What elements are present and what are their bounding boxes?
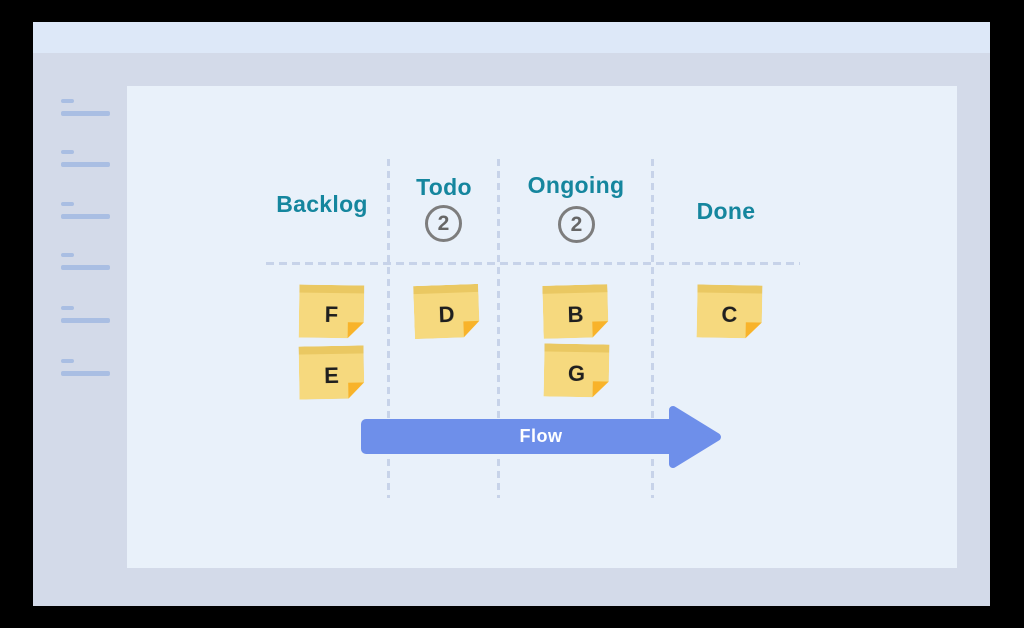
wip-limit-value: 2	[570, 212, 583, 236]
skeleton-bar-long	[61, 214, 110, 219]
column-header-ongoing: Ongoing	[527, 172, 625, 198]
sticky-note-g[interactable]: G	[544, 343, 610, 397]
column-divider	[497, 159, 500, 498]
card-label: C	[721, 301, 738, 328]
skeleton-bar-short	[61, 202, 74, 206]
skeleton-bar-short	[61, 99, 74, 103]
folded-corner	[348, 322, 364, 338]
sticky-note-c[interactable]: C	[697, 284, 763, 338]
sticky-note-f[interactable]: F	[299, 285, 365, 339]
skeleton-bar-long	[61, 318, 110, 323]
card-label: G	[567, 360, 586, 387]
card-label: E	[323, 362, 340, 389]
skeleton-bar-short	[61, 150, 74, 154]
card-label: D	[438, 301, 455, 328]
sticky-note-e[interactable]: E	[299, 345, 365, 399]
folded-corner	[593, 381, 609, 397]
skeleton-bar-short	[61, 359, 74, 363]
skeleton-bar-short	[61, 306, 74, 310]
folded-corner	[592, 321, 608, 337]
sticky-note-b[interactable]: B	[542, 284, 608, 339]
folded-corner	[746, 322, 762, 338]
window-topbar	[33, 22, 990, 53]
column-divider	[651, 159, 654, 498]
wip-limit-value: 2	[437, 211, 450, 235]
column-header-done: Done	[696, 198, 756, 224]
flow-arrow-label: Flow	[519, 426, 563, 446]
skeleton-bar-long	[61, 265, 110, 270]
sticky-note-d[interactable]: D	[413, 284, 480, 339]
wip-limit-badge-todo: 2	[425, 205, 462, 242]
skeleton-bar-long	[61, 162, 110, 167]
skeleton-bar-short	[61, 253, 74, 257]
flow-arrow-head-icon	[669, 406, 721, 468]
skeleton-bar-long	[61, 111, 110, 116]
skeleton-bar-long	[61, 371, 110, 376]
column-divider	[387, 159, 390, 498]
folded-corner	[463, 321, 480, 338]
card-label: B	[567, 301, 584, 328]
folded-corner	[348, 382, 364, 398]
kanban-board-panel: Backlog Todo Ongoing Done 2 2 F E D B G …	[127, 86, 957, 568]
wip-limit-badge-ongoing: 2	[558, 206, 595, 243]
flow-arrow-shaft	[361, 419, 673, 454]
card-label: F	[324, 301, 339, 328]
column-header-backlog: Backlog	[276, 191, 368, 217]
column-header-todo: Todo	[416, 174, 472, 200]
app-window: Backlog Todo Ongoing Done 2 2 F E D B G …	[33, 22, 990, 606]
header-divider	[266, 262, 800, 265]
